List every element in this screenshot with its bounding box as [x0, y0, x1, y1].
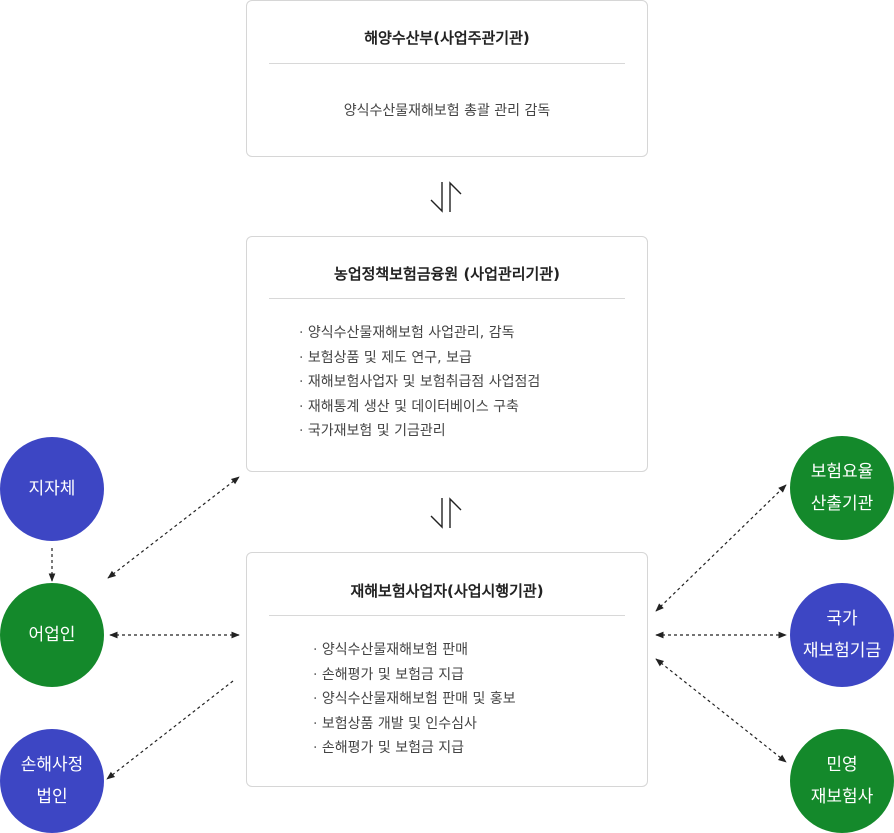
node-label: 지자체	[28, 479, 76, 499]
local-government-node: 지자체	[0, 437, 104, 541]
rate-agency-node: 보험요율 산출기관	[790, 436, 894, 540]
agency-box: 농업정책보험금융원 (사업관리기관) 양식수산물재해보험 사업관리, 감독 보험…	[246, 236, 648, 472]
node-label: 법인	[36, 787, 68, 807]
node-label: 산출기관	[810, 494, 874, 514]
ministry-box: 해양수산부(사업주관기관) 양식수산물재해보험 총괄 관리 감독	[246, 0, 648, 157]
node-label: 민영	[826, 755, 858, 775]
exchange-arrow-ministry-agency	[430, 181, 462, 213]
list-item: 보험상품 개발 및 인수심사	[313, 712, 516, 737]
ministry-title: 해양수산부(사업주관기관)	[364, 29, 530, 47]
link-operator-adjuster	[106, 680, 234, 780]
node-label: 국가	[826, 609, 858, 629]
operator-duties-list: 양식수산물재해보험 판매 손해평가 및 보험금 지급 양식수산물재해보험 판매 …	[313, 638, 516, 761]
node-label: 보험요율	[810, 462, 874, 482]
link-operator-private-reinsurer	[655, 658, 787, 763]
list-item: 양식수산물재해보험 판매 및 홍보	[313, 687, 516, 712]
operator-box: 재해보험사업자(사업시행기관) 양식수산물재해보험 판매 손해평가 및 보험금 …	[246, 552, 648, 787]
private-reinsurer-node: 민영 재보험사	[790, 729, 894, 833]
link-operator-rate-agency	[655, 484, 787, 612]
list-item: 국가재보험 및 기금관리	[299, 419, 540, 444]
adjuster-node: 손해사정 법인	[0, 729, 104, 833]
operator-divider	[269, 615, 625, 616]
fishers-node: 어업인	[0, 583, 104, 687]
list-item: 재해보험사업자 및 보험취급점 사업점검	[299, 370, 540, 395]
list-item: 보험상품 및 제도 연구, 보급	[299, 346, 540, 371]
node-label: 재보험기금	[802, 641, 882, 661]
list-item: 손해평가 및 보험금 지급	[313, 736, 516, 761]
link-fishers-agency	[107, 476, 240, 579]
national-fund-node: 국가 재보험기금	[790, 583, 894, 687]
ministry-description: 양식수산물재해보험 총괄 관리 감독	[343, 103, 551, 119]
list-item: 손해평가 및 보험금 지급	[313, 663, 516, 688]
agency-title: 농업정책보험금융원 (사업관리기관)	[334, 265, 560, 283]
node-label: 재보험사	[810, 787, 874, 807]
agency-divider	[269, 298, 625, 299]
ministry-divider	[269, 63, 625, 64]
operator-title: 재해보험사업자(사업시행기관)	[350, 582, 544, 600]
exchange-arrow-agency-operator	[430, 497, 462, 529]
list-item: 양식수산물재해보험 판매	[313, 638, 516, 663]
node-label: 손해사정	[20, 755, 84, 775]
list-item: 양식수산물재해보험 사업관리, 감독	[299, 321, 540, 346]
node-label: 어업인	[28, 625, 76, 645]
list-item: 재해통계 생산 및 데이터베이스 구축	[299, 395, 540, 420]
agency-duties-list: 양식수산물재해보험 사업관리, 감독 보험상품 및 제도 연구, 보급 재해보험…	[299, 321, 540, 444]
